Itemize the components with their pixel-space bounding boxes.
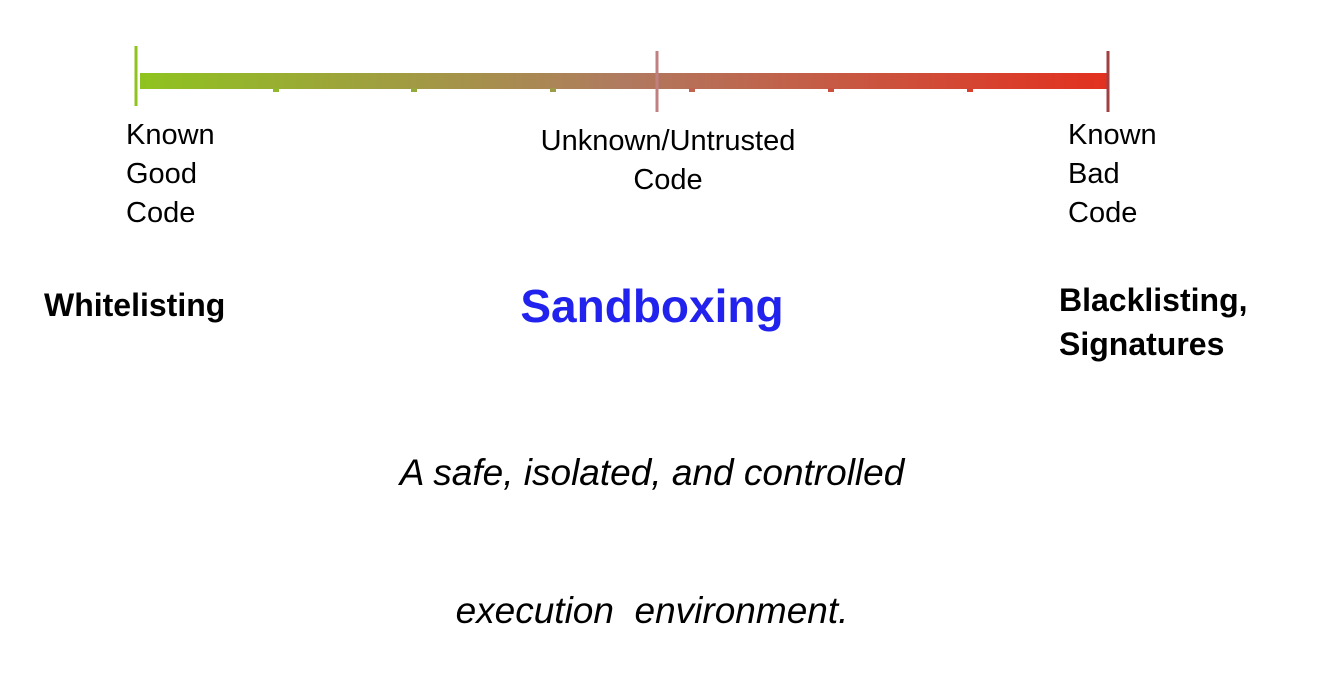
trust-spectrum-bar (134, 46, 1110, 112)
sandbox-description-line: execution environment. (455, 590, 849, 631)
known-good-code-label-line: Good (126, 158, 197, 190)
sandboxing-heading: Sandboxing (520, 280, 784, 332)
whitelisting-heading: Whitelisting (44, 287, 226, 323)
spectrum-minor-tick (550, 88, 556, 92)
spectrum-minor-tick (411, 88, 417, 92)
unknown-code-label-line: Unknown/Untrusted (540, 125, 796, 157)
spectrum-minor-tick (828, 88, 834, 92)
known-bad-code-label-line: Bad (1068, 158, 1120, 190)
known-bad-code-label: Known Bad Code (1068, 116, 1157, 233)
known-good-code-label-line: Known (126, 119, 215, 151)
sandbox-description: A safe, isolated, and controlled executi… (302, 358, 1002, 680)
spectrum-gradient-bar (140, 73, 1108, 89)
spectrum-minor-tick (273, 88, 279, 92)
known-good-code-label: Known Good Code (126, 116, 215, 233)
unknown-code-label-line: Code (633, 164, 703, 196)
blacklisting-heading: Blacklisting, Signatures (1059, 278, 1248, 366)
spectrum-minor-ticks (273, 88, 973, 92)
known-good-code-label-line: Code (126, 197, 196, 229)
sandbox-description-line: A safe, isolated, and controlled (399, 452, 905, 493)
known-bad-code-label-line: Code (1068, 197, 1138, 229)
unknown-untrusted-code-label: Unknown/Untrusted Code (468, 122, 868, 200)
blacklisting-heading-line: Signatures (1059, 326, 1225, 362)
blacklisting-heading-line: Blacklisting, (1059, 282, 1248, 318)
spectrum-minor-tick (967, 88, 973, 92)
spectrum-minor-tick (689, 88, 695, 92)
known-bad-code-label-line: Known (1068, 119, 1157, 151)
